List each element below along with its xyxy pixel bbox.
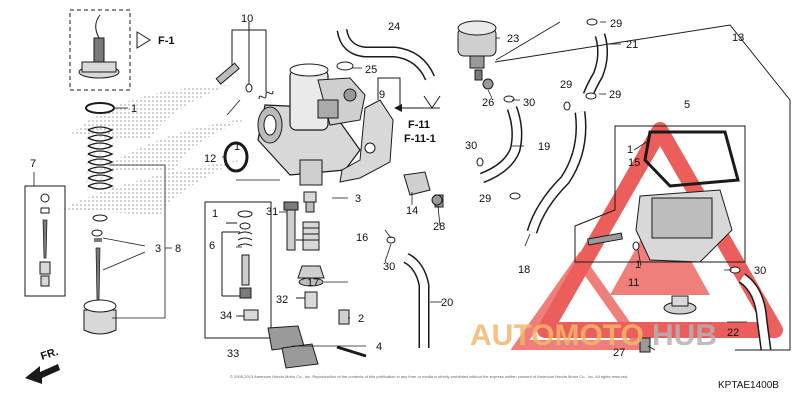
honda-wing-logo — [60, 85, 250, 215]
part-label: 24 — [388, 21, 400, 33]
part-label: 8 — [175, 243, 181, 255]
part-label: 18 — [518, 264, 530, 276]
part-label: 13 — [732, 32, 744, 44]
part-label: 29 — [610, 18, 622, 30]
part-label: 1 — [234, 141, 240, 153]
watermark-text-a: AUTOMOTO — [470, 319, 644, 352]
part-label: 15 — [628, 157, 640, 169]
part-label: 30 — [383, 261, 395, 273]
part-label: 29 — [560, 79, 572, 91]
part-label: 10 — [241, 13, 253, 25]
part-label: 2 — [358, 313, 364, 325]
hose-19 — [479, 106, 523, 184]
part-label: 25 — [365, 64, 377, 76]
watermark-text: AUTOMOTO HUB — [470, 319, 717, 352]
ref-f1: F-1 — [158, 35, 175, 47]
part-label: 27 — [613, 347, 625, 359]
part-label: 32 — [276, 294, 288, 306]
part-label: 1 — [131, 103, 137, 115]
rubber-blocks — [267, 325, 319, 369]
part-label: 11 — [628, 277, 639, 289]
hose-20 — [403, 253, 430, 348]
leader-lines — [222, 21, 747, 351]
box-10-parts — [215, 22, 274, 100]
ref-f11-1: F-11-1 — [404, 133, 436, 145]
box-7 — [24, 185, 66, 297]
part-label: 9 — [379, 89, 385, 101]
fittings — [386, 18, 741, 353]
fuel-cap-inset — [69, 9, 151, 91]
part-label: 21 — [626, 39, 638, 51]
float-bowl-box — [574, 125, 746, 263]
part-label: 3 — [155, 243, 161, 255]
part-label: 1 — [212, 208, 218, 220]
part-label: 7 — [30, 158, 36, 170]
valve-23 — [457, 20, 497, 81]
jet-needle-set — [83, 214, 117, 335]
part-label: 28 — [433, 221, 445, 233]
leader-lines-left — [33, 107, 172, 319]
part-label: 1 — [627, 144, 633, 156]
part-labels: 1111123345678910111213141516171819202122… — [30, 13, 766, 360]
part-label: 17 — [307, 277, 319, 289]
part-label: 29 — [609, 89, 621, 101]
copyright-text: © 2005-2013 American Honda Motor Co., In… — [230, 374, 628, 379]
part-label: 19 — [538, 141, 550, 153]
part-label: 34 — [220, 310, 232, 322]
hose-18 — [526, 111, 587, 234]
part-label: 30 — [523, 97, 535, 109]
front-arrow — [25, 364, 60, 384]
hose-22 — [738, 273, 772, 351]
part-label: 30 — [465, 140, 477, 152]
watermark-text-b: HUB — [652, 319, 717, 352]
part-label: 4 — [376, 341, 382, 353]
middle-column-parts — [283, 191, 367, 358]
part-label: 1 — [635, 259, 641, 271]
part-label: 16 — [356, 232, 368, 244]
part-label: 29 — [479, 193, 491, 205]
diagram-code: KPTAE1400B — [718, 380, 779, 391]
part-label: 31 — [266, 206, 278, 218]
ref-f11: F-11 — [408, 119, 430, 131]
part-label: 33 — [227, 348, 239, 360]
part-label: 5 — [684, 99, 690, 111]
part-label: 12 — [204, 153, 216, 165]
part-label: 30 — [754, 265, 766, 277]
ref-front: FR. — [39, 346, 60, 363]
part-label: 14 — [406, 205, 418, 217]
hose-24 — [336, 28, 441, 112]
part-label: 23 — [507, 33, 519, 45]
part-label: 6 — [209, 240, 215, 252]
part-label: 22 — [727, 327, 739, 339]
carburetor-body — [257, 63, 366, 186]
part-label: 20 — [441, 297, 453, 309]
box-33 — [204, 201, 272, 339]
box-13-outline — [494, 24, 791, 351]
part-label: 26 — [482, 97, 494, 109]
hose-21 — [582, 33, 609, 98]
part-label: 3 — [355, 193, 361, 205]
